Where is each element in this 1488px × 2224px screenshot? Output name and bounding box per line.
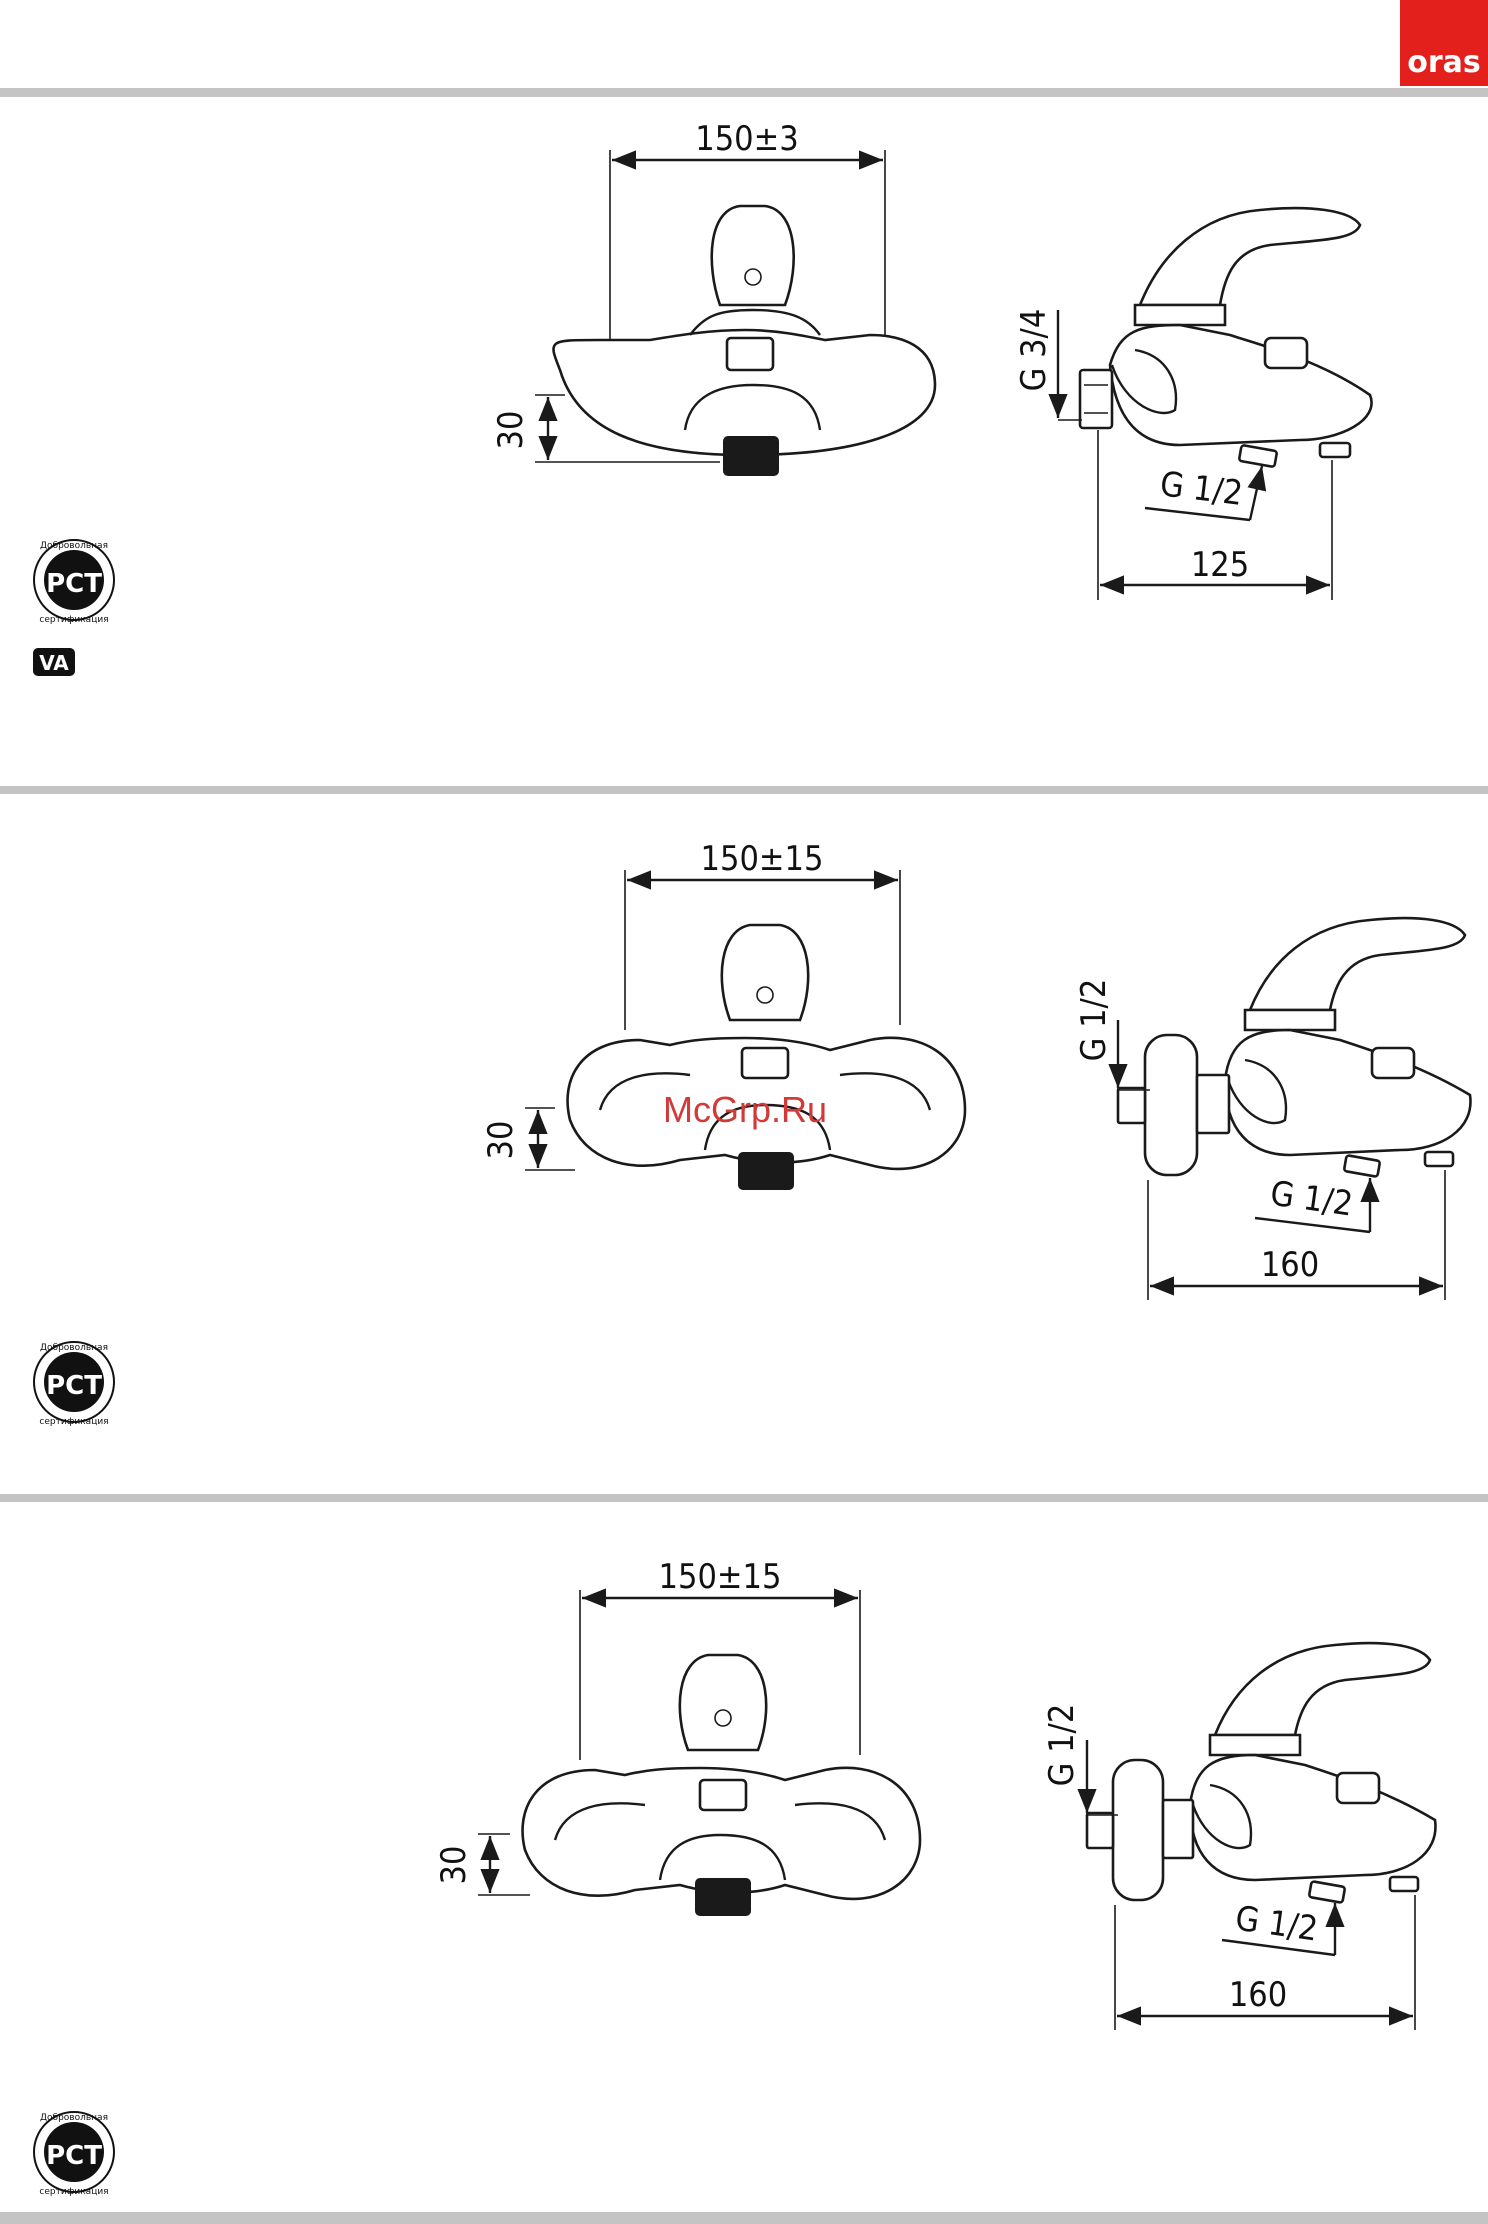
diverter-knob bbox=[742, 1048, 788, 1078]
height-dim-label-1: 30 bbox=[491, 411, 531, 450]
cert-bottom-text: сертификация bbox=[39, 615, 108, 625]
spout-aerator bbox=[723, 436, 779, 476]
bracket-neck bbox=[1197, 1075, 1229, 1133]
shower-outlet bbox=[1309, 1881, 1345, 1903]
front-view-1: 150±3 30 bbox=[491, 119, 935, 476]
height-dim-label-2: 30 bbox=[481, 1121, 521, 1160]
section-separator-1 bbox=[0, 786, 1488, 794]
logo-text: oras bbox=[1407, 45, 1481, 80]
inlet-connector bbox=[1118, 1088, 1145, 1123]
lever-handle bbox=[1250, 918, 1465, 1010]
width-dim-label-1: 150±3 bbox=[695, 119, 798, 159]
handle bbox=[680, 1655, 766, 1750]
outlet-thread-label-1: G 1/2 bbox=[1158, 464, 1245, 514]
inlet-thread-label-2: G 1/2 bbox=[1074, 979, 1114, 1062]
va-mark: VA bbox=[33, 648, 75, 676]
spout-aerator bbox=[738, 1152, 794, 1190]
gost-cert-mark-3: РСТ Добровольная сертификация bbox=[34, 2112, 114, 2197]
cert-top-text: Добровольная bbox=[40, 541, 108, 551]
side-view-1: G 3/4 G 1/2 125 bbox=[1014, 208, 1372, 600]
gost-cert-mark-2: РСТ Добровольная сертификация bbox=[34, 1342, 114, 1427]
cert-letters: РСТ bbox=[46, 2141, 102, 2171]
bottom-separator bbox=[0, 2212, 1488, 2224]
gost-cert-mark-1: РСТ Добровольная сертификация bbox=[34, 540, 114, 625]
depth-dim-label-2: 160 bbox=[1261, 1245, 1319, 1285]
spout-outlet bbox=[1390, 1877, 1418, 1891]
front-view-3: 150±15 30 bbox=[434, 1557, 920, 1916]
lever-handle bbox=[1140, 208, 1360, 305]
cert-letters: РСТ bbox=[46, 1371, 102, 1401]
handle bbox=[712, 206, 794, 305]
spout-outlet bbox=[1425, 1152, 1453, 1166]
diverter-knob bbox=[727, 338, 773, 370]
lever-handle bbox=[1215, 1643, 1430, 1735]
oras-logo: oras bbox=[1400, 0, 1488, 86]
handle-collar bbox=[1135, 305, 1225, 325]
section-3: 150±15 30 G 1 bbox=[34, 1557, 1435, 2197]
side-view-3: G 1/2 G 1/2 160 bbox=[1042, 1643, 1435, 2030]
spout-outlet bbox=[1320, 443, 1350, 457]
depth-dim-label-3: 160 bbox=[1229, 1975, 1287, 2015]
shower-outlet bbox=[1239, 445, 1277, 467]
wall-bracket bbox=[1145, 1035, 1197, 1175]
diverter-knob-side bbox=[1372, 1048, 1414, 1078]
cert-top-text: Добровольная bbox=[40, 1343, 108, 1353]
mixer-body bbox=[1190, 1755, 1435, 1880]
cert-top-text: Добровольная bbox=[40, 2113, 108, 2123]
width-dim-label-3: 150±15 bbox=[659, 1557, 782, 1597]
section-1: 150±3 30 bbox=[33, 119, 1372, 676]
diverter-knob bbox=[700, 1780, 746, 1810]
inlet-thread-label-3: G 1/2 bbox=[1042, 1704, 1082, 1787]
wall-bracket bbox=[1113, 1760, 1163, 1900]
top-separator bbox=[0, 88, 1488, 97]
inlet-connector bbox=[1087, 1813, 1113, 1848]
section-separator-2 bbox=[0, 1494, 1488, 1502]
cert-letters: РСТ bbox=[46, 569, 102, 599]
depth-dim-label-1: 125 bbox=[1191, 545, 1249, 585]
inlet-connector bbox=[1080, 370, 1112, 428]
height-dim-label-3: 30 bbox=[434, 1846, 474, 1885]
section-2: 150±15 30 McGrp.Ru bbox=[34, 839, 1470, 1427]
va-mark-text: VA bbox=[39, 651, 69, 675]
mixer-body bbox=[1225, 1030, 1470, 1155]
handle bbox=[722, 925, 808, 1020]
bracket-neck bbox=[1163, 1800, 1193, 1858]
outlet-thread-label-2: G 1/2 bbox=[1268, 1174, 1355, 1225]
side-view-2: G 1/2 G 1/2 160 bbox=[1074, 918, 1470, 1300]
width-dim-label-2: 150±15 bbox=[701, 839, 824, 879]
diverter-knob-side bbox=[1265, 338, 1307, 368]
front-view-2: 150±15 30 bbox=[481, 839, 965, 1190]
diverter-knob-side bbox=[1337, 1773, 1379, 1803]
shower-outlet bbox=[1344, 1155, 1380, 1177]
spout-aerator bbox=[695, 1878, 751, 1916]
cert-bottom-text: сертификация bbox=[39, 1417, 108, 1427]
handle-collar bbox=[1210, 1735, 1300, 1755]
inlet-thread-label-1: G 3/4 bbox=[1014, 309, 1054, 392]
watermark: McGrp.Ru bbox=[663, 1089, 827, 1130]
cert-bottom-text: сертификация bbox=[39, 2187, 108, 2197]
mixer-body bbox=[1110, 325, 1372, 445]
handle-collar bbox=[1245, 1010, 1335, 1030]
